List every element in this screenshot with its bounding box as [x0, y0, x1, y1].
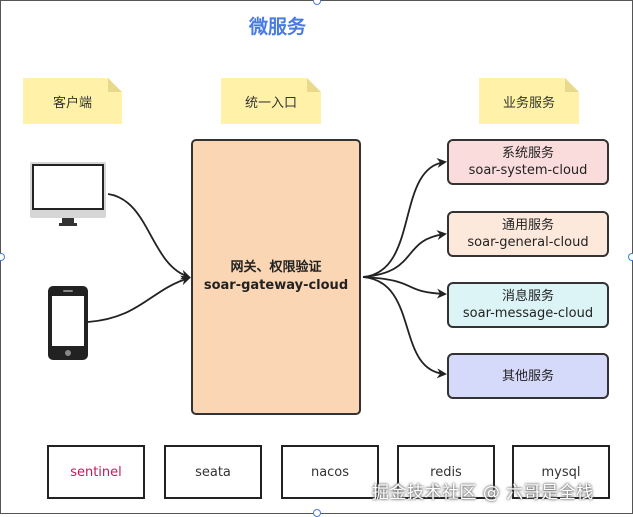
note-entry: 统一入口 [221, 78, 321, 124]
infra-sentinel: sentinel [47, 445, 145, 499]
arrow-monitor-to-gateway [107, 193, 191, 280]
gateway-service-id: soar-gateway-cloud [203, 278, 349, 293]
service-system-name: 系统服务 [501, 146, 554, 161]
infra-mysql: mysql [512, 445, 610, 499]
service-message-name: 消息服务 [501, 289, 554, 304]
arrow-phone-to-gateway [87, 275, 191, 323]
service-other-name: 其他服务 [501, 368, 554, 384]
infra-redis-label: redis [430, 464, 462, 480]
infra-seata: seata [164, 445, 262, 499]
service-general: 通用服务 soar-general-cloud [447, 211, 609, 257]
infra-nacos-label: nacos [310, 464, 350, 480]
note-business: 业务服务 [479, 78, 579, 124]
service-message: 消息服务 soar-message-cloud [447, 282, 609, 328]
infra-redis: redis [397, 445, 495, 499]
service-general-name: 通用服务 [501, 218, 554, 233]
note-business-label: 业务服务 [502, 95, 555, 111]
gateway-label: 网关、权限验证 [230, 260, 322, 275]
infra-seata-label: seata [195, 464, 231, 480]
infra-nacos: nacos [281, 445, 379, 499]
arrow-gateway-to-other [362, 276, 447, 379]
resize-handle-top[interactable] [313, 0, 321, 5]
resize-handle-right[interactable] [628, 253, 633, 261]
service-system: 系统服务 soar-system-cloud [447, 139, 609, 185]
resize-handle-left[interactable] [0, 253, 5, 261]
note-entry-label: 统一入口 [244, 95, 297, 111]
diagram-title: 微服务 [248, 16, 306, 38]
arrow-gateway-to-general [362, 230, 447, 278]
service-system-id: soar-system-cloud [468, 163, 588, 178]
watermark: 掘金技术社区 @ 六哥是全栈 [372, 483, 594, 503]
gateway-box: 网关、权限验证 soar-gateway-cloud [191, 139, 361, 415]
service-general-id: soar-general-cloud [467, 235, 589, 250]
arrow-gateway-to-message [362, 276, 447, 299]
infra-mysql-label: mysql [541, 464, 581, 480]
arrow-gateway-to-system [362, 158, 447, 278]
service-message-id: soar-message-cloud [462, 306, 594, 321]
smartphone-icon [48, 286, 88, 360]
note-client: 客户端 [23, 78, 122, 124]
monitor-icon [30, 162, 106, 226]
infra-sentinel-label: sentinel [70, 464, 122, 480]
service-other: 其他服务 [447, 353, 609, 399]
note-client-label: 客户端 [52, 95, 92, 111]
